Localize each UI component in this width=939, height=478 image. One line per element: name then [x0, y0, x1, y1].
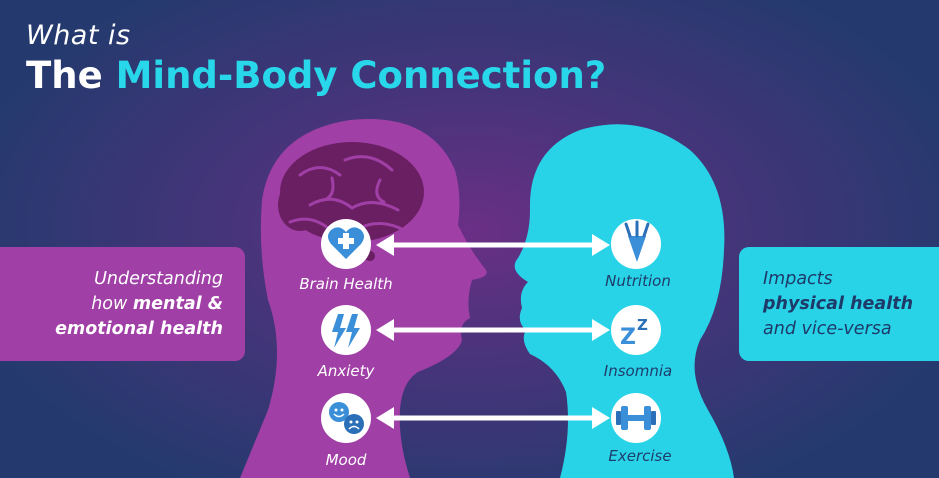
label-insomnia: Insomnia	[603, 362, 673, 380]
arrow-mood-exercise	[376, 407, 610, 429]
lightning-icon	[321, 305, 371, 355]
label-exercise: Exercise	[608, 447, 672, 465]
body-line-1: Impacts	[763, 268, 833, 289]
mind-description-panel: Understanding how mental & emotional hea…	[0, 247, 245, 361]
mind-line-2-plain: how	[91, 293, 128, 314]
body-description-text: Impacts physical health and vice-versa	[763, 267, 913, 342]
mind-description-text: Understanding how mental & emotional hea…	[55, 267, 223, 342]
carrot-icon	[611, 219, 661, 269]
body-description-panel: Impacts physical health and vice-versa	[739, 247, 939, 361]
page-title: The Mind-Body Connection?	[26, 54, 606, 97]
brain-icon	[278, 142, 424, 261]
zzz-icon: Z Z	[611, 305, 661, 355]
body-head-silhouette	[514, 124, 734, 478]
body-line-2: physical health	[763, 293, 914, 314]
title-accent: Mind-Body Connection?	[115, 54, 607, 97]
mind-line-2-bold: mental &	[132, 293, 223, 314]
heart-cross-icon	[321, 219, 371, 269]
svg-text:Z: Z	[637, 316, 648, 334]
label-brain-health: Brain Health	[299, 275, 393, 293]
title-prefix: What is	[26, 20, 131, 51]
mind-line-3: emotional health	[55, 318, 223, 339]
label-anxiety: Anxiety	[317, 362, 375, 380]
faces-icon	[321, 393, 371, 443]
label-nutrition: Nutrition	[605, 272, 671, 290]
dumbbell-icon	[611, 393, 661, 443]
arrow-anxiety-insomnia	[376, 319, 610, 341]
svg-text:Z: Z	[620, 325, 636, 350]
arrow-brain-nutrition	[376, 234, 610, 256]
label-mood: Mood	[325, 451, 367, 469]
mind-line-1: Understanding	[94, 268, 223, 289]
connection-arrows	[376, 234, 610, 429]
title-plain: The	[26, 54, 103, 97]
body-line-3: and vice-versa	[763, 318, 892, 339]
